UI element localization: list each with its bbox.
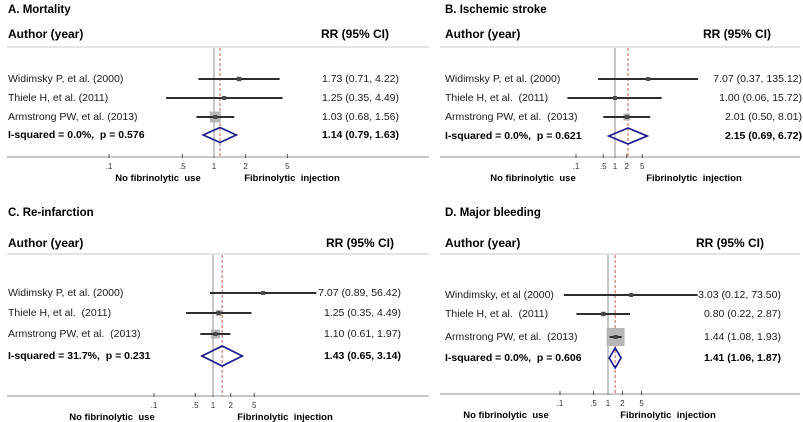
panel-c-column-header-author: Author (year) [8, 236, 84, 250]
panel-a-summary-rr-value: 1.14 (0.79, 1.63) [321, 129, 399, 141]
panel-b-summary-rr-value: 2.15 (0.69, 6.72) [724, 130, 802, 142]
panel-d-summary-diamond [608, 346, 623, 370]
panel-c-x-tick-label: 2 [228, 401, 233, 410]
panel-b-point-marker [624, 115, 629, 119]
panel-b-point-marker [646, 77, 651, 81]
panel-d-title: D. Major bleeding [445, 207, 541, 219]
panel-c-title: C. Re-infarction [8, 207, 94, 219]
panel-c-study-rr-value: 1.25 (0.35, 4.49) [323, 307, 401, 319]
panel-a-study-label: Armstrong PW, et al. (2013) [8, 111, 138, 123]
panel-a-title: A. Mortality [8, 4, 71, 16]
panel-c-x-tick-label: .5 [191, 401, 199, 410]
panel-c-point-marker [261, 291, 266, 295]
panel-c-column-header-rr: RR (95% CI) [325, 236, 394, 250]
panel-d-study-label: Thiele H, et al. (2011) [445, 308, 549, 320]
panel-c-x-tick-label: 1 [210, 401, 216, 410]
panel-c-x-tick-label: 5 [252, 401, 257, 410]
panel-d-study-rr-value: 1.44 (1.08, 1.93) [703, 331, 781, 343]
panel-c-axis-label-left: No fibrinolytic use [69, 412, 155, 422]
panel-c-study-label: Thiele H, et al. (2011) [8, 307, 112, 319]
panel-b-study-label: Armstrong PW, et al. (2013) [445, 111, 578, 123]
panel-d-x-tick-label: .1 [556, 399, 564, 408]
panel-a-x-tick-label: .5 [179, 162, 186, 171]
panel-d-point-marker [601, 312, 606, 316]
panel-b-title: B. Ischemic stroke [445, 4, 547, 16]
panel-a-study-label: Thiele H, et al. (2011) [8, 92, 109, 104]
panel-b-study-rr-value: 7.07 (0.37, 135.12) [713, 73, 802, 85]
panel-c-point-marker [216, 311, 221, 315]
panel-c-axis-label-right: Fibrinolytic injection [237, 412, 333, 422]
panel-d-point-marker [629, 293, 634, 297]
panel-b-summary-diamond [606, 127, 650, 145]
panel-d-heterogeneity-label: I-squared = 0.0%, p = 0.606 [445, 352, 582, 364]
panel-b-study-label: Widimsky P, et al. (2000) [445, 73, 561, 85]
panel-c-study-label: Armstrong PW, et al. (2013) [8, 328, 141, 340]
panel-d-x-tick-label: 1 [605, 399, 611, 408]
panel-d-study-rr-value: 3.03 (0.12, 73.50) [698, 289, 781, 301]
panel-d-column-header-author: Author (year) [445, 236, 521, 250]
panel-a-point-marker [236, 77, 241, 81]
panel-c-heterogeneity-label: I-squared = 31.7%, p = 0.231 [8, 350, 151, 362]
panel-a-x-tick-label: 1 [211, 162, 217, 171]
panel-b-x-tick-label: 1 [612, 162, 618, 171]
panel-d-x-tick-label: .5 [590, 399, 597, 408]
panel-b-point-marker [613, 96, 617, 100]
panel-a-axis-label-right: Fibrinolytic injection [244, 173, 340, 184]
panel-c-x-tick-label: .1 [150, 401, 158, 410]
panel-c-summary-rr-value: 1.43 (0.65, 3.14) [323, 350, 401, 362]
panel-c-summary-diamond [200, 345, 245, 367]
panel-a-study-rr-value: 1.03 (0.68, 1.56) [321, 111, 399, 123]
panel-b-study-rr-value: 2.01 (0.50, 8.01) [724, 111, 802, 123]
panel-b-heterogeneity-label: I-squared = 0.0%, p = 0.621 [445, 130, 582, 142]
panel-a-column-header-author: Author (year) [8, 27, 84, 41]
panel-a-summary-diamond [201, 126, 239, 144]
panel-b-x-tick-label: .5 [599, 162, 607, 171]
panel-a-study-rr-value: 1.73 (0.71, 4.22) [321, 73, 399, 85]
panel-b-column-header-rr: RR (95% CI) [702, 27, 771, 41]
panel-d-study-rr-value: 0.80 (0.22, 2.87) [703, 308, 781, 320]
panel-c-study-rr-value: 1.10 (0.61, 1.97) [323, 328, 401, 340]
panel-a-x-tick-label: 5 [285, 162, 290, 171]
panel-d-axis-label-right: Fibrinolytic injection [620, 410, 716, 421]
panel-a-heterogeneity-label: I-squared = 0.0%, p = 0.576 [8, 129, 145, 141]
panel-b-study-label: Thiele H, et al. (2011) [445, 92, 549, 104]
panel-a-study-rr-value: 1.25 (0.35, 4.49) [321, 92, 399, 104]
panel-d-x-tick-label: 5 [639, 399, 644, 408]
panel-d-study-label: Armstrong PW, et al. (2013) [445, 331, 578, 343]
panel-d-axis-label-left: No fibrinolytic use [463, 410, 549, 421]
panel-a-x-tick-label: 2 [243, 162, 248, 171]
panel-a-column-header-rr: RR (95% CI) [320, 27, 389, 41]
panel-a-x-tick-label: .1 [105, 162, 113, 171]
panel-a-point-marker [213, 115, 218, 119]
panel-b-x-tick-label: 5 [640, 162, 645, 171]
panel-b-column-header-author: Author (year) [445, 27, 521, 41]
panel-d-summary-rr-value: 1.41 (1.06, 1.87) [703, 352, 781, 364]
panel-b-x-tick-label: .1 [572, 162, 580, 171]
panel-d-x-tick-label: 2 [620, 399, 625, 408]
panel-a-study-label: Widimsky P, et al. (2000) [8, 73, 124, 85]
panel-a-axis-label-left: No fibrinolytic use [115, 173, 201, 184]
panel-c-study-rr-value: 7.07 (0.89, 56.42) [318, 287, 401, 299]
panel-a-point-marker [222, 96, 227, 100]
panel-b-study-rr-value: 1.00 (0.06, 15.72) [719, 92, 802, 104]
panel-b-axis-label-right: Fibrinolytic injection [646, 173, 742, 184]
panel-b-axis-label-left: No fibrinolytic use [490, 173, 576, 184]
panel-d-point-marker [613, 335, 618, 339]
panel-b-x-tick-label: 2 [624, 162, 629, 171]
panel-c-point-marker [213, 332, 218, 336]
panel-d-study-label: Windimsky, et al (2000) [445, 289, 554, 301]
panel-c-study-label: Widimsky P, et al. (2000) [8, 287, 124, 299]
panel-d-column-header-rr: RR (95% CI) [695, 236, 764, 250]
